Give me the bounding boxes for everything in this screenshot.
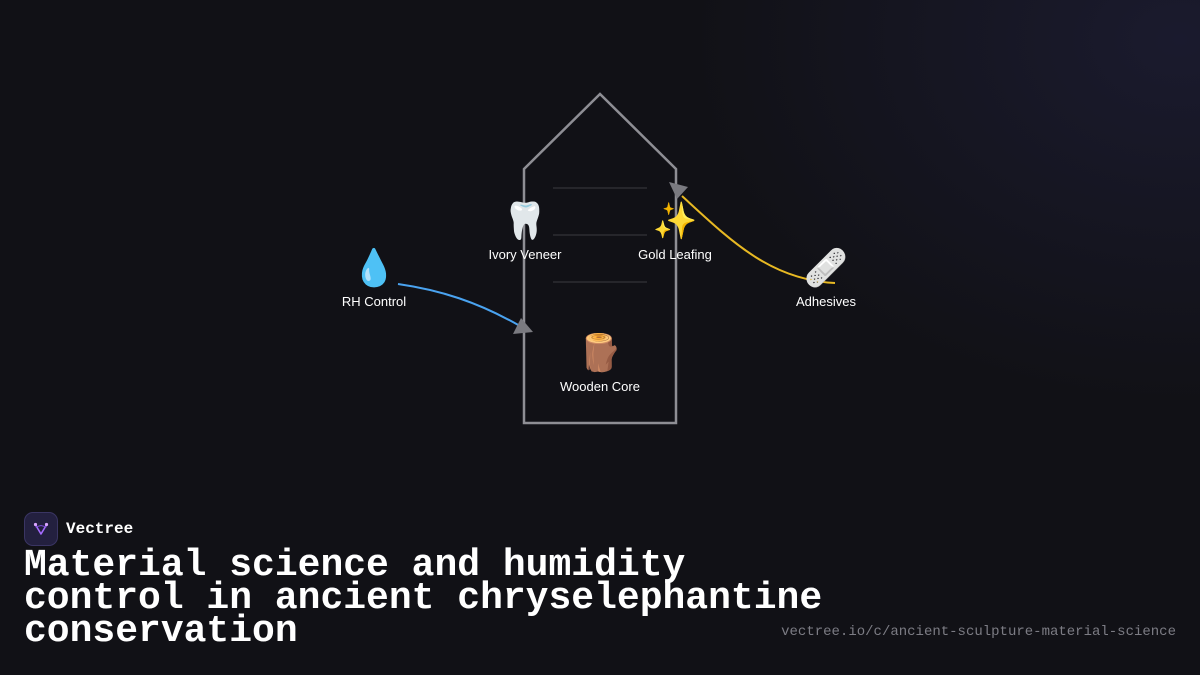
edge-rh-control-to-wooden-core bbox=[397, 283, 521, 327]
sparkles-icon: ✨ bbox=[653, 201, 698, 242]
bandage-icon: 🩹 bbox=[804, 246, 849, 289]
node-rh-control: 💧 RH Control bbox=[342, 247, 406, 309]
sculpture-outline bbox=[522, 92, 678, 425]
node-adhesives: 🩹 Adhesives bbox=[796, 246, 856, 309]
node-ivory-veneer: 🦷 Ivory Veneer bbox=[489, 200, 563, 262]
node-label: Wooden Core bbox=[560, 379, 640, 394]
node-wooden-core: 🪵 Wooden Core bbox=[560, 332, 640, 394]
source-url: vectree.io/c/ancient-sculpture-material-… bbox=[781, 624, 1176, 640]
vectree-logo-icon bbox=[24, 512, 58, 546]
wood-log-icon: 🪵 bbox=[578, 332, 623, 374]
node-gold-leafing: ✨ Gold Leafing bbox=[638, 201, 712, 262]
arrowhead bbox=[669, 182, 688, 199]
page-title: Material science and humidity control in… bbox=[24, 544, 823, 653]
droplet-icon: 💧 bbox=[352, 247, 397, 289]
node-label: Gold Leafing bbox=[638, 247, 712, 262]
node-label: Adhesives bbox=[796, 294, 856, 309]
brand: Vectree bbox=[24, 512, 133, 546]
edge-adhesives-to-gold-leafing bbox=[681, 195, 836, 284]
brand-name: Vectree bbox=[66, 520, 134, 538]
node-label: RH Control bbox=[342, 294, 406, 309]
tooth-icon: 🦷 bbox=[503, 200, 548, 242]
node-label: Ivory Veneer bbox=[489, 247, 563, 262]
arrowhead bbox=[513, 318, 533, 334]
